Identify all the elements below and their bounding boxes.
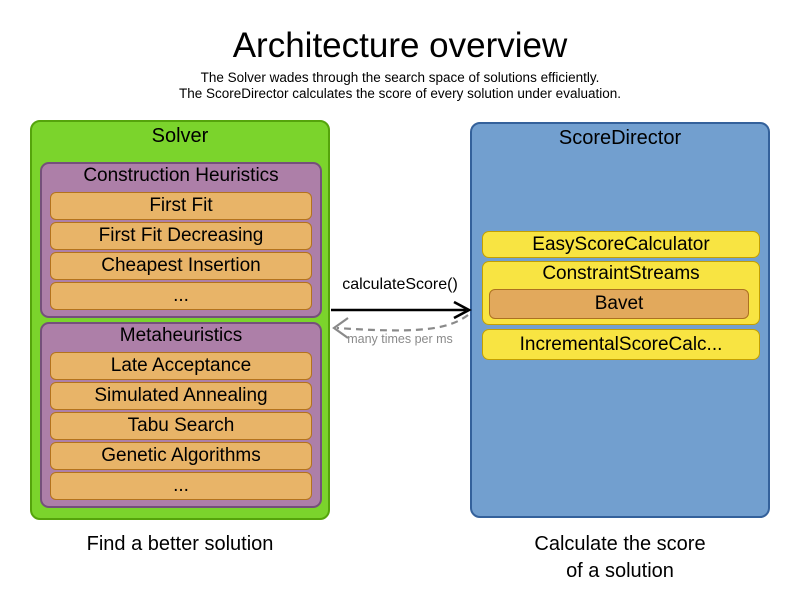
construction-heuristics-box: Construction Heuristics First Fit First …	[40, 162, 322, 318]
score-director-title: ScoreDirector	[558, 127, 682, 149]
score-director-box: ScoreDirector EasyScoreCalculator Constr…	[470, 122, 770, 518]
metaheuristic-item-more: ...	[50, 472, 312, 500]
page-title: Architecture overview	[232, 26, 568, 65]
calculate-score-arrow	[331, 300, 472, 320]
metaheuristic-item: Simulated Annealing	[50, 382, 312, 410]
construction-heuristic-item: First Fit	[50, 192, 312, 220]
connection-arrows	[331, 300, 472, 339]
score-director-caption-line2: of a solution	[566, 560, 674, 582]
metaheuristics-box: Metaheuristics Late Acceptance Simulated…	[40, 322, 322, 508]
metaheuristic-item: Tabu Search	[50, 412, 312, 440]
construction-heuristic-item: Cheapest Insertion	[50, 252, 312, 280]
constraint-streams-title: ConstraintStreams	[542, 263, 700, 284]
many-times-feedback-arrow	[332, 314, 469, 339]
score-director-caption: Calculate the score of a solution	[470, 531, 770, 585]
construction-heuristics-title: Construction Heuristics	[83, 165, 279, 186]
solver-box: Solver Construction Heuristics First Fit…	[30, 120, 330, 520]
incremental-score-calculator-box: IncrementalScoreCalc...	[482, 329, 760, 360]
score-director-caption-line1: Calculate the score	[534, 533, 706, 555]
metaheuristic-item: Genetic Algorithms	[50, 442, 312, 470]
metaheuristic-item: Late Acceptance	[50, 352, 312, 380]
frequency-label: many times per ms	[347, 332, 453, 346]
bavet-box: Bavet	[489, 289, 749, 319]
construction-heuristic-item: First Fit Decreasing	[50, 222, 312, 250]
solver-title: Solver	[151, 125, 209, 147]
metaheuristics-title: Metaheuristics	[119, 325, 243, 346]
constraint-streams-box: ConstraintStreams Bavet	[482, 261, 760, 325]
solver-caption: Find a better solution	[86, 533, 274, 555]
construction-heuristic-item-more: ...	[50, 282, 312, 310]
subtitle-line-2: The ScoreDirector calculates the score o…	[179, 86, 621, 101]
subtitle-line-1: The Solver wades through the search spac…	[200, 70, 600, 85]
easy-score-calculator-box: EasyScoreCalculator	[482, 231, 760, 258]
calculate-score-label: calculateScore()	[342, 276, 458, 293]
